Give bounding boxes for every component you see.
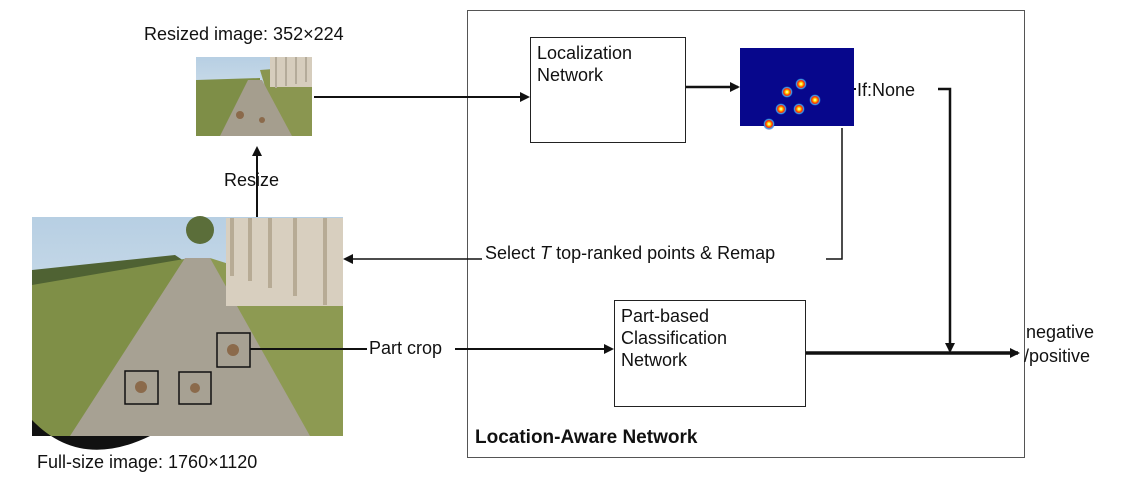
location-aware-network-title: Location-Aware Network <box>475 427 698 448</box>
resize-label: Resize <box>224 170 280 190</box>
full-image-label: Full-size image: 1760×1120 <box>37 452 258 472</box>
select-remap-label: Select T top-ranked points & Remap <box>485 243 776 263</box>
classification-network-label: Part-based Classification Network <box>621 306 728 370</box>
part-crop-label: Part crop <box>369 338 443 358</box>
localization-network-box: Localization Network <box>530 37 686 143</box>
heatmap-keypoints <box>740 48 854 130</box>
classification-network-box: Part-based Classification Network <box>614 300 806 407</box>
localization-network-label: Localization Network <box>537 43 633 85</box>
road-photo-small <box>196 57 312 136</box>
if-none-label: If:None <box>857 80 916 100</box>
output-label-positive: /positive <box>1024 346 1091 366</box>
output-label-negative: negative <box>1026 322 1095 342</box>
arrow-select-remap <box>343 128 843 264</box>
resized-image-label: Resized image: 352×224 <box>144 24 344 44</box>
road-photo-large <box>32 216 343 450</box>
arrow-if-none <box>854 87 955 353</box>
